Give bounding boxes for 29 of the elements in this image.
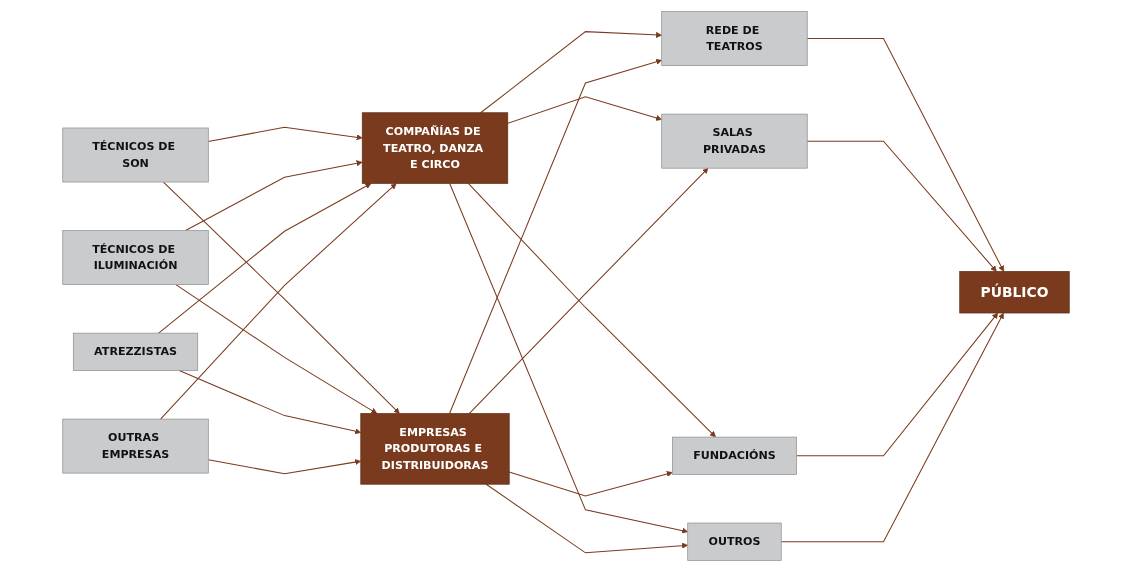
node-box: FUNDACIÓNS — [672, 436, 797, 475]
arrow — [507, 96, 662, 124]
arrow — [780, 312, 1004, 543]
node-box: OUTROS — [687, 522, 782, 561]
arrow — [449, 182, 688, 534]
node-box: TÉCNICOS DE ILUMINACIÓN — [62, 230, 209, 285]
arrow — [485, 483, 688, 554]
node-box: ATREZZISTAS — [72, 332, 199, 371]
arrow — [178, 370, 362, 435]
node-box: TÉCNICOS DE SON — [62, 127, 209, 183]
arrow — [158, 183, 372, 334]
arrow — [480, 31, 662, 114]
node-box: REDE DE TEATROS — [661, 11, 808, 66]
arrow — [449, 58, 662, 415]
node-box: SALAS PRIVADAS — [661, 113, 808, 169]
arrow — [806, 140, 997, 272]
node-box: OUTRAS EMPRESAS — [62, 418, 209, 474]
arrow — [185, 160, 363, 232]
arrow — [207, 126, 363, 142]
arrow — [796, 312, 999, 457]
arrow — [175, 284, 378, 414]
node-box: COMPAÑÍAS DE TEATRO, DANZA E CIRCO — [361, 112, 509, 184]
arrow — [468, 167, 709, 415]
node-box: PÚBLICO — [959, 271, 1070, 314]
node-box: EMPRESAS PRODUTORAS E DISTRIBUIDORAS — [360, 413, 510, 485]
arrow — [207, 459, 362, 475]
arrow — [508, 471, 673, 497]
arrow — [467, 182, 716, 438]
arrow — [806, 38, 1005, 272]
